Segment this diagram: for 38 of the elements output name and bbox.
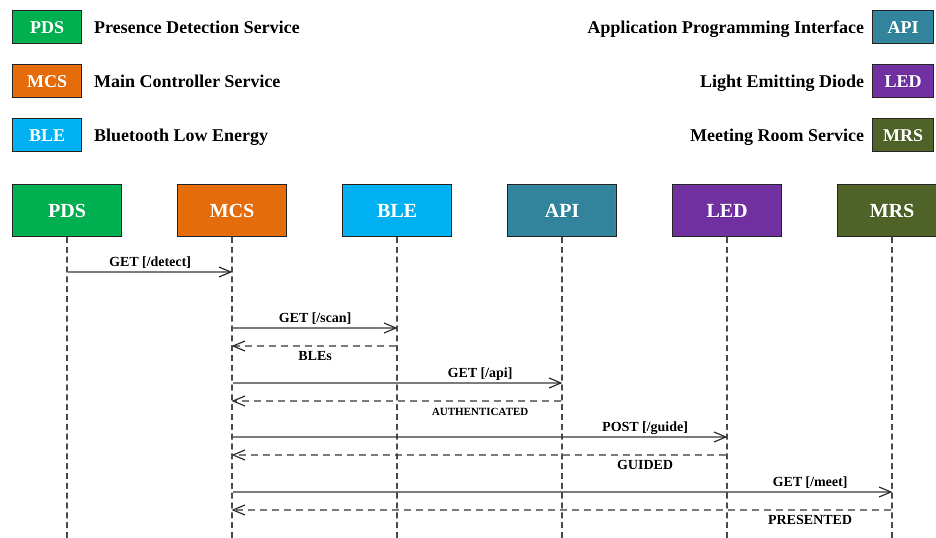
legend-box: MCS (12, 64, 82, 98)
message-arrow (68, 266, 232, 278)
lifeline (66, 237, 68, 538)
return-arrow (232, 395, 561, 407)
participant-box: MCS (177, 184, 287, 237)
message-arrow (233, 486, 892, 498)
lifeline (396, 237, 398, 538)
legend-description: Light Emitting Diode (700, 70, 864, 93)
legend-box: MRS (872, 118, 934, 152)
edge-label: GET [/api] (446, 367, 514, 381)
participant-box: MRS (837, 184, 936, 237)
legend-box: API (872, 10, 934, 44)
edge-label: GET [/meet] (770, 476, 850, 490)
legend-description: Bluetooth Low Energy (94, 124, 268, 147)
legend-box: LED (872, 64, 934, 98)
return-arrow (232, 504, 891, 516)
edge-label: GET [/detect] (107, 256, 193, 270)
lifeline (726, 237, 728, 538)
legend-description: Application Programming Interface (587, 16, 864, 39)
legend-description: Presence Detection Service (94, 16, 300, 39)
return-arrow (232, 449, 726, 461)
participant-box: BLE (342, 184, 452, 237)
message-arrow (233, 377, 562, 389)
legend-box: BLE (12, 118, 82, 152)
lifeline (891, 237, 893, 538)
legend-description: Meeting Room Service (690, 124, 864, 147)
return-arrow (232, 340, 396, 352)
participant-box: PDS (12, 184, 122, 237)
participant-box: API (507, 184, 617, 237)
message-arrow (233, 322, 397, 334)
legend-box: PDS (12, 10, 82, 44)
legend-description: Main Controller Service (94, 70, 280, 93)
participant-box: LED (672, 184, 782, 237)
lifeline (231, 237, 233, 538)
message-arrow (233, 431, 727, 443)
edge-label: POST [/guide] (600, 421, 690, 435)
lifeline (561, 237, 563, 538)
edge-label: GET [/scan] (276, 312, 354, 326)
